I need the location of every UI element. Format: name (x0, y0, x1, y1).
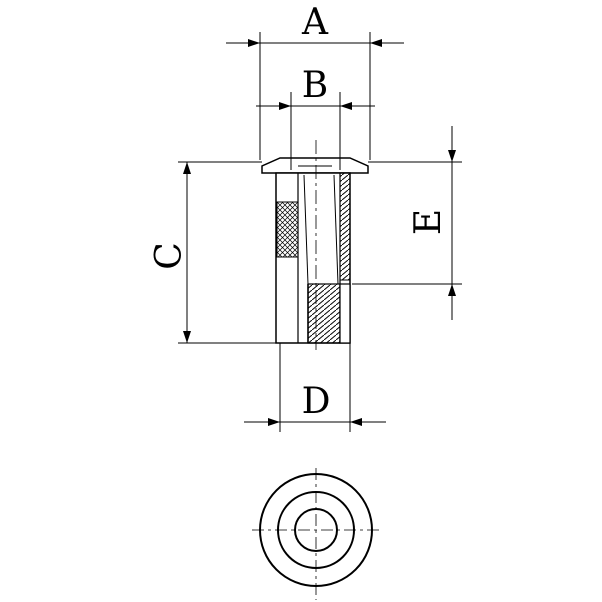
taper-line-right (333, 174, 339, 285)
dimension-label-e: E (408, 209, 449, 235)
side-view (261, 140, 369, 350)
thread-section (307, 283, 341, 344)
dimension-lines (178, 32, 462, 432)
section-wall (339, 172, 351, 281)
dimension-label-a: A (301, 2, 329, 43)
taper-line-left (303, 174, 309, 285)
knurled-section (276, 201, 299, 258)
end-view (252, 468, 380, 600)
thread-wall (339, 283, 351, 344)
dimension-label-c: C (149, 242, 190, 270)
dimension-label-d: D (302, 381, 331, 422)
dimension-label-b: B (302, 65, 328, 106)
